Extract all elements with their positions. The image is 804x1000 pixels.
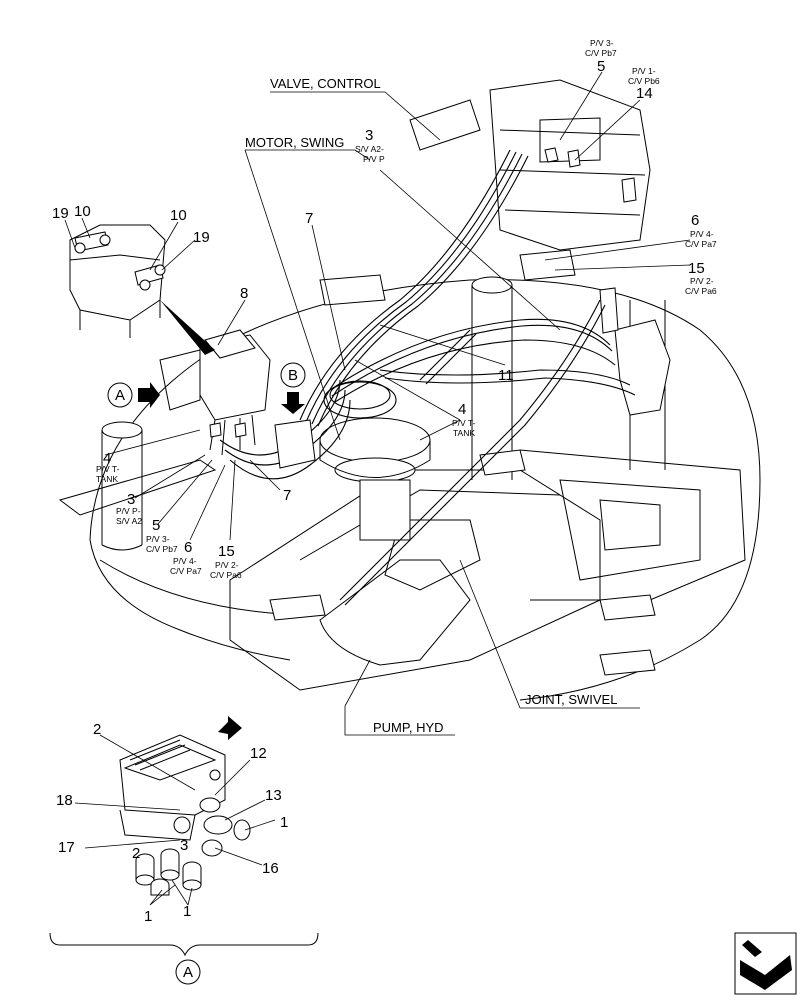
port-label: P/V 4- <box>173 556 197 566</box>
port-label: S/V A2- <box>355 144 384 154</box>
callouts-main: 19 10 10 19 8 7 7 11 3 S/V A2- P/V P P/V… <box>52 38 717 580</box>
upper-frame <box>58 274 761 701</box>
callout-3: 3 <box>127 491 135 508</box>
callout-13: 13 <box>265 787 282 804</box>
view-label-a-detail: A <box>175 959 201 985</box>
port-label: C/V Pa7 <box>170 566 202 576</box>
port-label: P/V T- <box>452 418 476 428</box>
port-label: P/V P- <box>116 506 141 516</box>
callout-3: 3 <box>365 127 373 144</box>
callout-12: 12 <box>250 745 267 762</box>
port-label: P/V 2- <box>690 276 714 286</box>
callout-14: 14 <box>636 85 653 102</box>
arrow-right-icon <box>218 716 242 740</box>
callout-15: 15 <box>218 543 235 560</box>
callout-11: 11 <box>498 367 514 384</box>
port-label: P/V 1- <box>632 66 656 76</box>
port-label: P/V P <box>363 154 385 164</box>
nav-corner-icon[interactable] <box>734 932 797 995</box>
title-pump-hyd: PUMP, HYD <box>373 720 444 735</box>
callout-17: 17 <box>58 839 75 856</box>
callout-5: 5 <box>597 58 605 75</box>
port-label: C/V Pa6 <box>210 570 242 580</box>
port-label: TANK <box>453 428 475 438</box>
callout-6: 6 <box>184 539 192 556</box>
callout-1: 1 <box>144 908 152 925</box>
callouts-detail: 2 12 13 18 1 17 2 3 16 1 1 <box>56 721 288 925</box>
title-joint-swivel: JOINT, SWIVEL <box>525 692 617 707</box>
callout-10: 10 <box>74 203 91 220</box>
callout-3: 3 <box>180 837 188 854</box>
hose-bundle <box>219 149 636 606</box>
callout-7: 7 <box>305 210 313 227</box>
port-label: C/V Pa6 <box>685 286 717 296</box>
port-label: P/V 4- <box>690 229 714 239</box>
callout-2: 2 <box>132 845 140 862</box>
solenoid-valve-main <box>159 329 316 469</box>
arrow-down-icon <box>281 392 305 414</box>
port-label: C/V Pb6 <box>628 76 660 86</box>
callout-2: 2 <box>93 721 101 738</box>
title-motor-swing: MOTOR, SWING <box>245 135 344 150</box>
callout-1: 1 <box>280 814 288 831</box>
svg-text:B: B <box>288 367 298 384</box>
bracket-inset <box>69 224 215 355</box>
callout-16: 16 <box>262 860 279 877</box>
view-arrow-b-main: B <box>280 362 306 414</box>
callout-4: 4 <box>103 450 111 467</box>
view-arrow-detail <box>218 716 242 740</box>
leader-lines <box>64 71 691 906</box>
view-arrow-a-main: A <box>107 382 160 408</box>
svg-text:A: A <box>115 387 125 404</box>
callout-19: 19 <box>193 229 210 246</box>
port-label: TANK <box>96 474 118 484</box>
callout-6: 6 <box>691 212 699 229</box>
component-titles: VALVE, CONTROL MOTOR, SWING PUMP, HYD JO… <box>245 76 617 735</box>
svg-text:A: A <box>183 964 193 981</box>
callout-15: 15 <box>688 260 705 277</box>
title-valve-control: VALVE, CONTROL <box>270 76 381 91</box>
port-label: P/V 3- <box>146 534 170 544</box>
port-label: P/V T- <box>96 464 120 474</box>
control-valve <box>409 79 671 416</box>
callout-18: 18 <box>56 792 73 809</box>
callout-7: 7 <box>283 487 291 504</box>
callout-4: 4 <box>458 401 466 418</box>
port-label: P/V 2- <box>215 560 239 570</box>
port-label: C/V Pb7 <box>585 48 617 58</box>
detail-a-view <box>49 734 319 957</box>
callout-1: 1 <box>183 903 191 920</box>
callout-8: 8 <box>240 285 248 302</box>
callout-5: 5 <box>152 517 160 534</box>
callout-19: 19 <box>52 205 69 222</box>
callout-10: 10 <box>170 207 187 224</box>
port-label: C/V Pb7 <box>146 544 178 554</box>
port-label: C/V Pa7 <box>685 239 717 249</box>
arrow-right-icon <box>138 382 160 408</box>
port-label: S/V A2 <box>116 516 142 526</box>
port-label: P/V 3- <box>590 38 614 48</box>
